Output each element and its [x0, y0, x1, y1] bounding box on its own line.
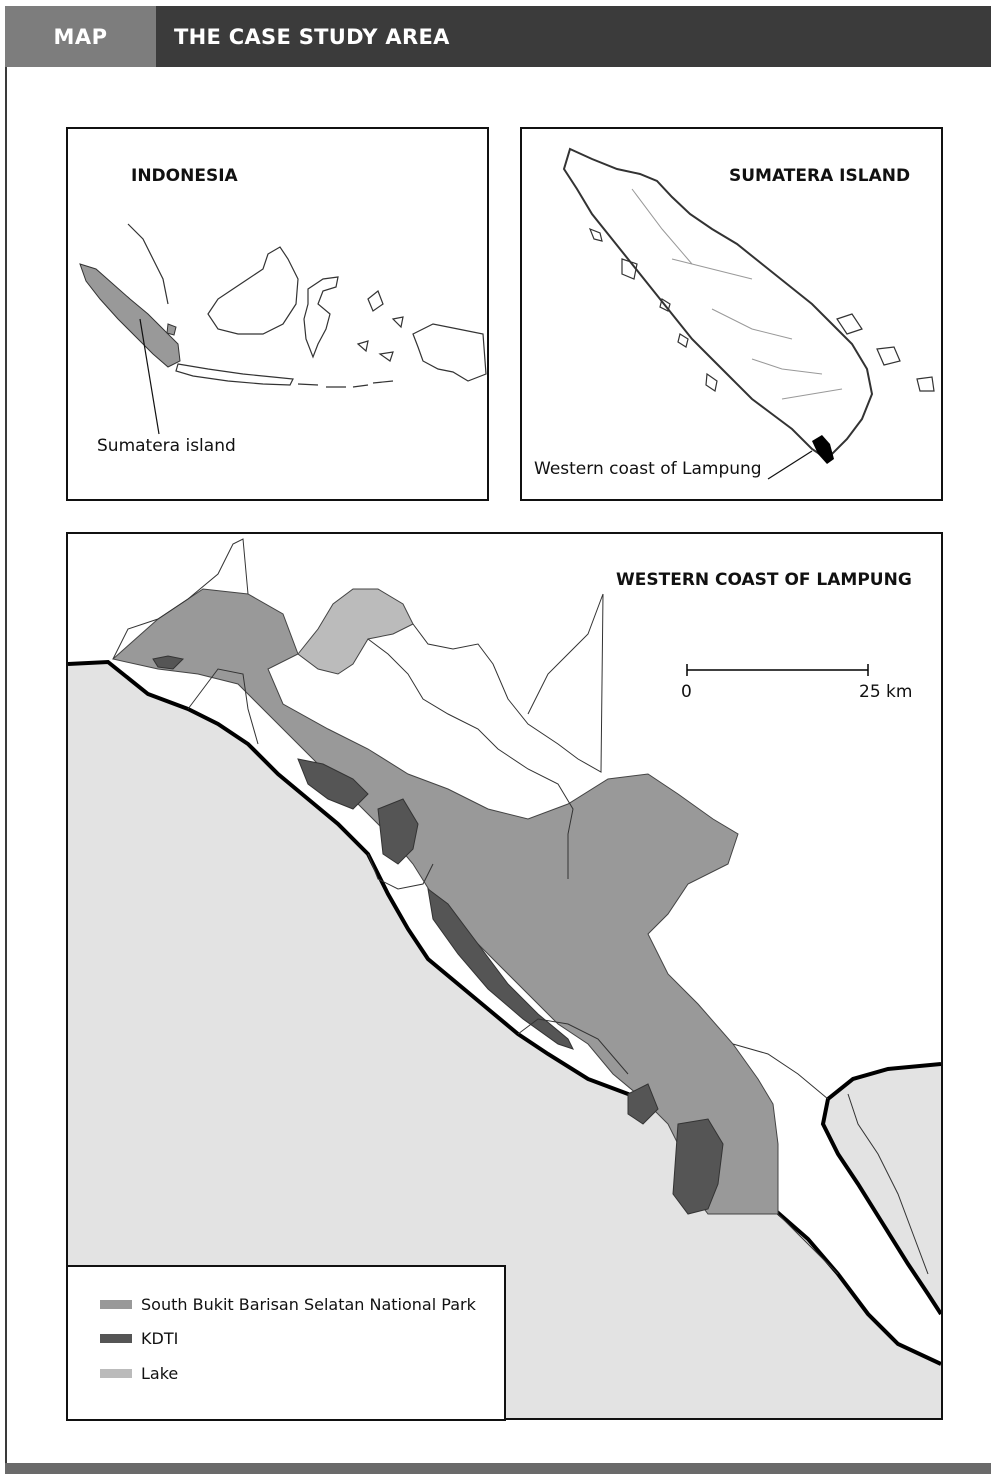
kdti-area-2	[297, 758, 369, 810]
sea-area	[68, 662, 941, 1418]
sumatera-map	[562, 147, 935, 480]
lampung-map	[68, 538, 941, 1418]
page-frame-left	[5, 66, 7, 1464]
legend-item-lake: Lake	[100, 1364, 178, 1383]
main-map-title: WESTERN COAST OF LAMPUNG	[616, 570, 912, 590]
inset-sumatera: SUMATERA ISLAND Western coast of Lampung	[520, 127, 943, 501]
legend-label-kdti: KDTI	[141, 1329, 179, 1348]
legend-label-lake: Lake	[141, 1364, 179, 1383]
page-footer-bar	[5, 1463, 991, 1474]
kdti-area-6	[672, 1118, 724, 1215]
inset-indonesia: INDONESIA Sumatera island	[66, 127, 489, 501]
bay-coastline	[820, 1062, 941, 1316]
indonesia-map	[79, 223, 487, 435]
legend-swatch-park	[100, 1300, 132, 1309]
scale-bar	[686, 664, 869, 676]
header-tag: MAP	[5, 6, 156, 67]
inset-indonesia-title: INDONESIA	[131, 166, 238, 186]
kdti-area-3	[377, 798, 419, 865]
map-legend: South Bukit Barisan Selatan National Par…	[66, 1265, 506, 1421]
bay-area	[823, 1064, 941, 1314]
inset-sumatera-label: Western coast of Lampung	[534, 459, 762, 479]
coastline	[68, 659, 941, 1366]
scale-end-label: 25 km	[859, 682, 913, 702]
scale-start-label: 0	[681, 682, 692, 702]
kdti-area-4	[427, 887, 574, 1050]
inset-indonesia-label: Sumatera island	[97, 436, 236, 456]
legend-swatch-lake	[100, 1369, 132, 1378]
kdti-area-5	[627, 1083, 659, 1125]
kdti-area-1	[152, 655, 185, 670]
legend-item-park: South Bukit Barisan Selatan National Par…	[100, 1295, 476, 1314]
legend-item-kdti: KDTI	[100, 1329, 178, 1348]
page-header: MAP THE CASE STUDY AREA	[5, 6, 991, 67]
legend-label-park: South Bukit Barisan Selatan National Par…	[141, 1295, 476, 1314]
legend-swatch-kdti	[100, 1334, 132, 1343]
header-title: THE CASE STUDY AREA	[156, 6, 991, 67]
inset-sumatera-title: SUMATERA ISLAND	[729, 166, 911, 186]
